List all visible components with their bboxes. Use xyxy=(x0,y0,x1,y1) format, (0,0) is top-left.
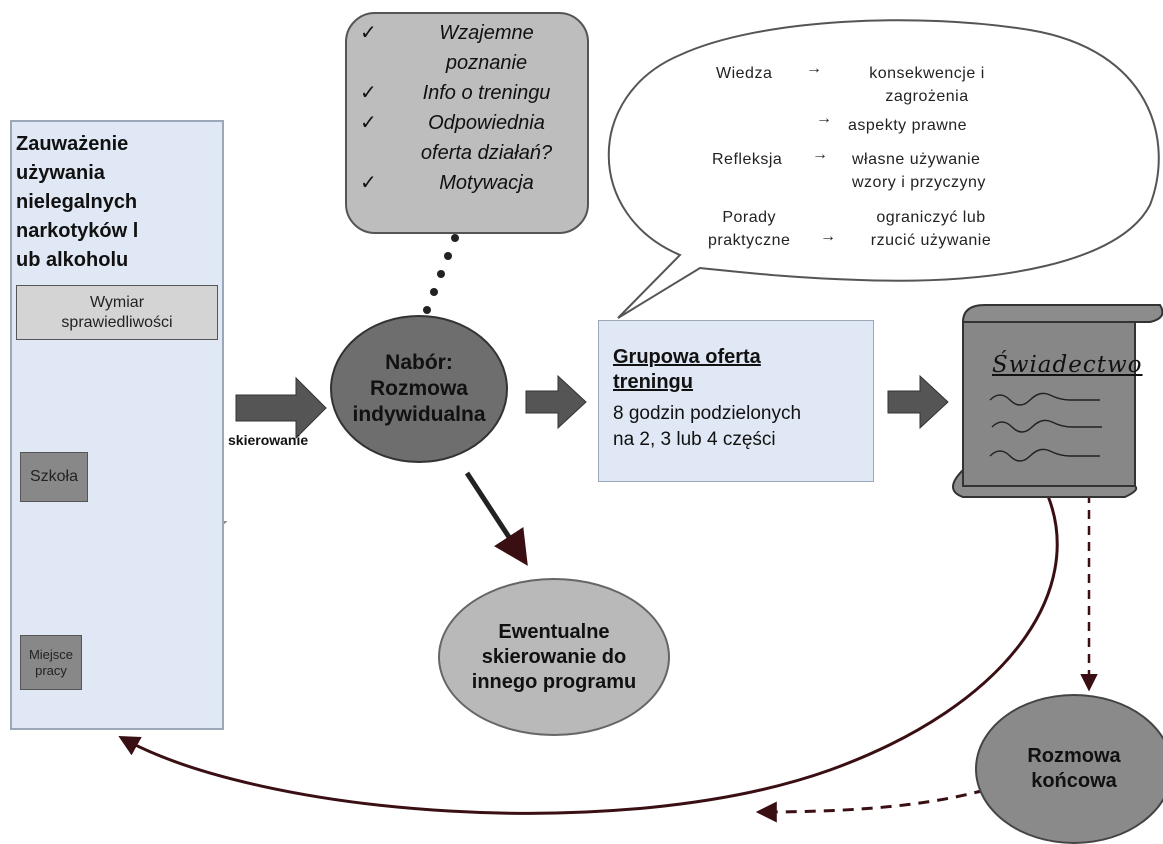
checklist-item: ✓ Info o treningu xyxy=(360,78,585,108)
checklist-item: ✓ Odpowiednia oferta działań? xyxy=(360,108,585,168)
check-icon: ✓ xyxy=(360,82,377,104)
overview-wiedza-label: Wiedza xyxy=(716,65,773,82)
overview-porady-label: Porady praktyczne xyxy=(708,209,791,249)
dashed-return-curve xyxy=(755,788,986,823)
check-icon: ✓ xyxy=(360,172,377,194)
arrow-icon: → xyxy=(816,110,832,127)
referral-arrow-label: skierowanie xyxy=(228,432,309,448)
checklist-item-label: Motywacja xyxy=(439,172,534,194)
arrow-icon: → xyxy=(820,228,836,245)
arrow-icon: → xyxy=(806,60,822,77)
other-program-referral-node: Ewentualne skierowanie do innego program… xyxy=(438,578,670,736)
certificate-title: Świadectwo xyxy=(992,352,1143,378)
overview-refleksja-item: własne używanie wzory i przyczyny xyxy=(852,151,986,191)
source-school: Szkoła xyxy=(20,452,88,502)
return-curve xyxy=(118,495,1059,815)
source-workplace: Miejsce pracy xyxy=(20,635,82,690)
checklist-item: ✓ Wzajemne poznanie xyxy=(360,18,585,78)
detection-panel xyxy=(10,120,224,730)
group-training-box: Grupowa oferta treningu 8 godzin podziel… xyxy=(598,320,874,482)
final-interview-node: Rozmowa końcowa xyxy=(975,694,1163,844)
overview-refleksja-label: Refleksja xyxy=(712,151,783,168)
checklist: ✓ Wzajemne poznanie ✓ Info o treningu ✓ Odp… xyxy=(360,18,585,198)
block-arrow-3 xyxy=(887,374,949,430)
checklist-item-label: Odpowiednia oferta działań? xyxy=(420,112,553,164)
block-arrow-1 xyxy=(235,376,327,440)
checklist-item-label: Wzajemne poznanie xyxy=(439,22,534,74)
arrow-to-referral xyxy=(464,471,528,566)
detection-title: Zauważenie używania nielegalnych narkoty… xyxy=(16,133,139,271)
overview-porady-item: ograniczyć lub rzucić używanie xyxy=(870,209,992,249)
checklist-bubble xyxy=(345,12,589,234)
checklist-item: ✓ Motywacja xyxy=(360,168,585,198)
source-justice: Wymiar sprawiedliwości xyxy=(16,285,218,340)
group-training-title: Grupowa oferta treningu xyxy=(613,346,761,393)
check-icon: ✓ xyxy=(360,22,377,44)
block-arrow-2 xyxy=(525,374,587,430)
arrow-icon: → xyxy=(812,146,828,163)
check-icon: ✓ xyxy=(360,112,377,134)
overview-wiedza-item: aspekty prawne xyxy=(848,117,968,134)
checklist-item-label: Info o treningu xyxy=(422,82,551,104)
overview-speech-bubble xyxy=(607,19,1160,319)
group-training-description: 8 godzin podzielonych na 2, 3 lub 4 częś… xyxy=(613,403,802,450)
overview-wiedza-item: konsekwencje i zagrożenia xyxy=(869,65,985,105)
recruitment-interview-node: Nabór: Rozmowa indywidualna xyxy=(330,315,508,463)
certificate-scroll xyxy=(952,304,1163,498)
dotted-connector xyxy=(423,234,459,314)
